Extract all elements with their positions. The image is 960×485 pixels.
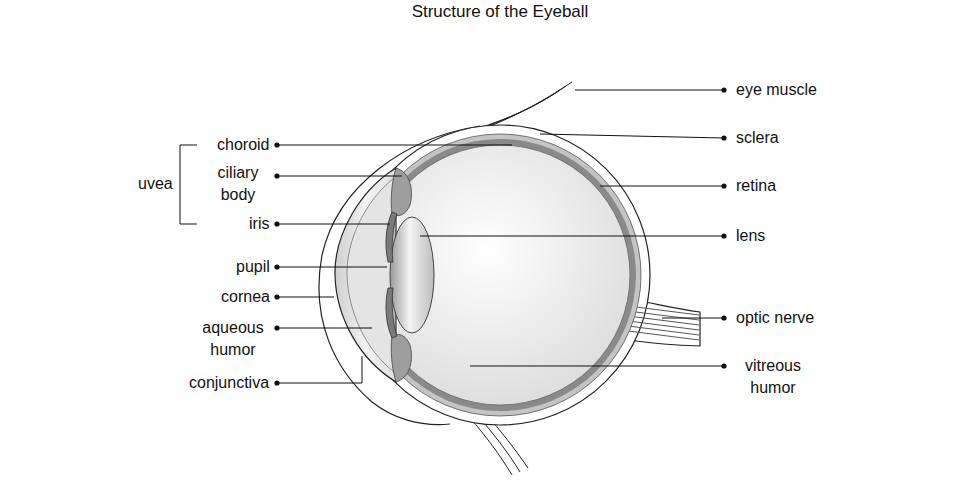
part-label-wrap: ciliary body [206, 162, 270, 206]
ciliary-body [391, 334, 411, 382]
part-label-wrap: uvea [138, 173, 173, 195]
leader-lines [180, 90, 724, 383]
part-label: iris [249, 213, 269, 235]
part-label-wrap: retina [736, 175, 776, 197]
part-label: cornea [221, 286, 270, 308]
part-label-wrap: choroid [217, 134, 269, 156]
choroid [398, 134, 641, 416]
optic-nerve-fibers [628, 306, 699, 340]
iris [386, 288, 397, 338]
part-label: lens [736, 225, 765, 247]
sclera [350, 125, 650, 425]
retina [398, 139, 636, 411]
leader-dots [274, 87, 726, 385]
part-label-wrap: cornea [221, 286, 270, 308]
part-label-wrap: eye muscle [736, 79, 817, 101]
part-label-wrap: conjunctiva [189, 372, 269, 394]
part-label: vitreous humor [736, 355, 810, 399]
part-label-wrap: lens [736, 225, 765, 247]
part-label: conjunctiva [189, 372, 269, 394]
part-label: choroid [217, 134, 269, 156]
lens [390, 217, 434, 333]
part-label: aqueous humor [196, 317, 270, 361]
cornea [335, 168, 396, 382]
part-label-wrap: sclera [736, 127, 779, 149]
aqueous-humor [347, 178, 394, 372]
part-label: optic nerve [736, 307, 814, 329]
part-label-wrap: iris [249, 213, 269, 235]
ciliary-body [391, 168, 411, 216]
part-label-wrap: optic nerve [736, 307, 814, 329]
part-label: sclera [736, 127, 779, 149]
part-label-wrap: vitreous humor [736, 355, 810, 399]
iris [386, 212, 397, 262]
title-wrap: Structure of the Eyeball [0, 1, 960, 23]
part-label: ciliary body [206, 162, 270, 206]
part-label: pupil [236, 256, 270, 278]
part-label-wrap: aqueous humor [196, 317, 270, 361]
part-label-wrap: pupil [236, 256, 270, 278]
part-label: uvea [138, 173, 173, 195]
diagram-title: Structure of the Eyeball [0, 1, 960, 23]
part-label: retina [736, 175, 776, 197]
part-label: eye muscle [736, 79, 817, 101]
